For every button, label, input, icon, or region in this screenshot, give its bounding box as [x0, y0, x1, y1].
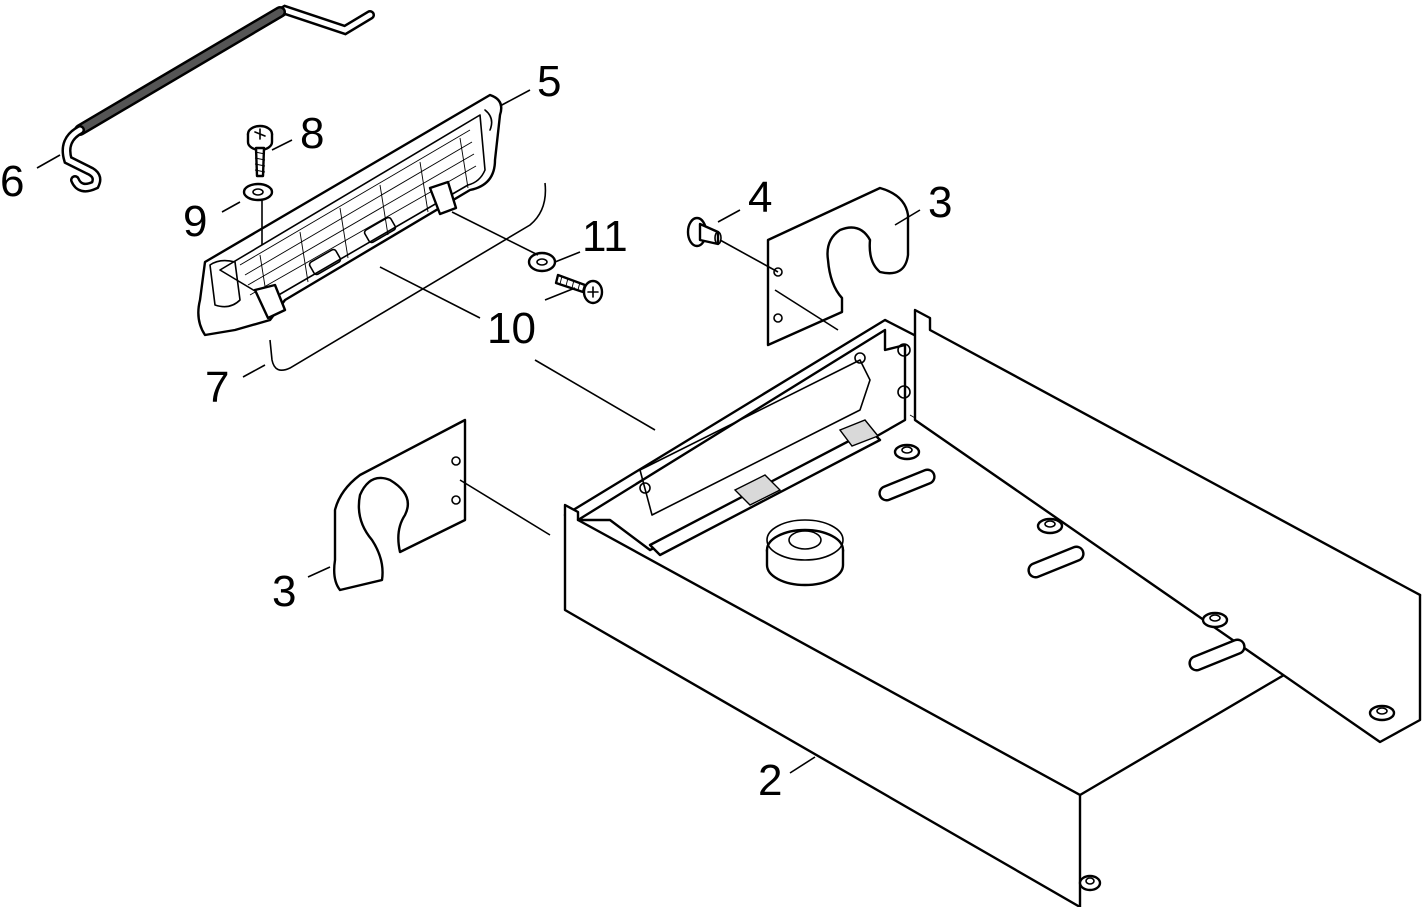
rod-part	[61, 4, 375, 193]
callout-8: 8	[300, 109, 324, 158]
screw-part-8	[246, 124, 274, 178]
callout-6: 6	[0, 157, 24, 206]
pin-part	[686, 216, 722, 248]
callout-3-right: 3	[928, 178, 952, 227]
bracket-part-right	[766, 186, 910, 347]
callout-labels: 2 3 3 4 5 6 7 8 9 10 11	[0, 57, 952, 805]
callout-2: 2	[758, 756, 782, 805]
group-bracket-7	[269, 182, 547, 371]
callout-7: 7	[205, 363, 229, 412]
callout-3-left: 3	[272, 567, 296, 616]
grille-panel-part	[197, 93, 503, 337]
leader-lines	[36, 89, 921, 774]
base-tray-part	[563, 308, 1422, 907]
floor-spacer-ring	[765, 519, 845, 587]
washer-part-11	[527, 251, 557, 273]
bracket-part-left	[332, 418, 467, 592]
washer-part-9	[242, 182, 274, 202]
callout-5: 5	[537, 57, 561, 106]
callout-11: 11	[582, 212, 628, 261]
callout-4: 4	[748, 173, 772, 222]
callout-10: 10	[487, 304, 536, 353]
callout-9: 9	[183, 197, 207, 246]
screw-part-10	[554, 273, 604, 305]
